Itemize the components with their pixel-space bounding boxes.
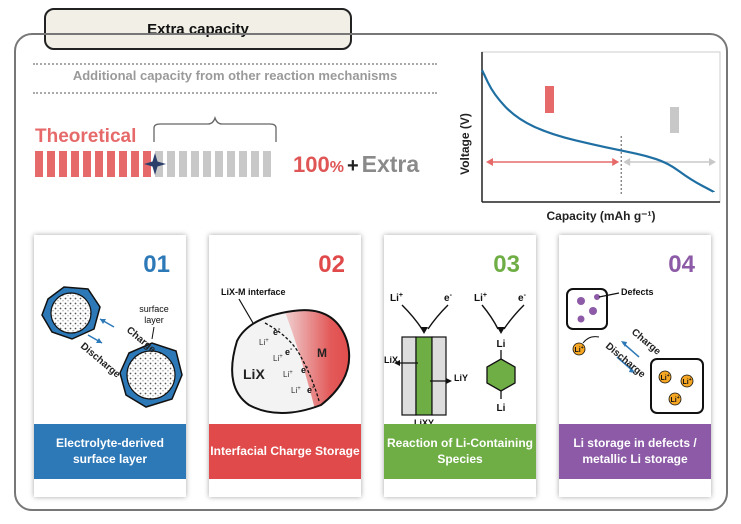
plus-sign: + — [346, 155, 359, 177]
extra-label: Extra — [361, 151, 420, 177]
electron-label: e — [444, 293, 450, 304]
lixy-label: LiXY — [414, 418, 434, 427]
liy-label: LiY — [454, 373, 468, 383]
extra-marker — [670, 107, 679, 133]
voltage-curve — [481, 69, 715, 193]
svg-text:e-: e- — [518, 292, 527, 304]
electron-label: e — [273, 327, 278, 337]
theoretical-segment — [59, 151, 67, 177]
svg-text:e-: e- — [285, 346, 293, 357]
theoretical-segment — [119, 151, 127, 177]
theoretical-segment — [47, 151, 55, 177]
svg-text:e-: e- — [273, 326, 281, 337]
arrowhead-left — [623, 158, 631, 166]
card-label: Interfacial Charge Storage — [209, 424, 361, 479]
extra-segment — [251, 151, 259, 177]
li-top-label: Li — [497, 339, 506, 350]
mechanism-card-04: 04 Defects Li+ Charge Discharge Li+ Li+ … — [559, 235, 711, 497]
x-axis-label: Capacity (mAh g⁻¹) — [546, 209, 655, 223]
theoretical-segment — [95, 151, 103, 177]
theoretical-segment — [35, 151, 43, 177]
svg-text:Li+: Li+ — [291, 386, 301, 395]
extra-segment — [239, 151, 247, 177]
theoretical-segment — [83, 151, 91, 177]
card-label: Reaction of Li-Containing Species — [384, 424, 536, 479]
m-label: M — [317, 346, 327, 360]
mechanism-card-02: 02 LiX-M interface LiX M e- e- e- e- Li+… — [209, 235, 361, 497]
extra-segment — [227, 151, 235, 177]
svg-text:Li+: Li+ — [259, 338, 269, 347]
discharge-label: Discharge — [603, 341, 647, 381]
mechanism-card-01: 01 Charge Discharge surface layer Electr… — [34, 235, 186, 497]
card-label: Electrolyte-derived surface layer — [34, 424, 186, 479]
electron-sign: - — [278, 326, 281, 333]
svg-text:e-: e- — [307, 384, 315, 395]
svg-text:e-: e- — [301, 364, 309, 375]
lix-label: LiX — [384, 355, 398, 365]
li-bottom-label: Li — [497, 403, 506, 414]
lix-label: LiX — [243, 366, 265, 382]
layer-label: layer — [144, 315, 164, 325]
li-species-reaction-illustration: Li+ e- Li+ e- LiX LiY LiXY Li Li — [384, 292, 527, 427]
defects-label: Defects — [621, 287, 654, 297]
defect-storage-illustration: Defects Li+ Charge Discharge Li+ Li+ Li+ — [566, 287, 704, 414]
card-number: 02 — [318, 251, 345, 278]
surface-label: surface — [139, 304, 169, 314]
svg-text:Li+: Li+ — [283, 370, 293, 379]
svg-text:Li+: Li+ — [474, 292, 487, 304]
extra-bracket — [153, 116, 277, 142]
extra-range-arrow — [623, 158, 716, 166]
extra-segment — [263, 151, 271, 177]
svg-text:e-: e- — [444, 292, 453, 304]
percent-value: 100 — [293, 152, 330, 177]
extra-segment — [203, 151, 211, 177]
card-number: 01 — [143, 251, 170, 278]
card-number: 03 — [493, 251, 520, 278]
theoretical-marker — [545, 86, 554, 113]
discharge-label: Discharge — [78, 341, 122, 381]
li-ion-label: Li — [259, 338, 265, 347]
theoretical-label: Theoretical — [35, 126, 137, 147]
svg-text:Li+: Li+ — [661, 373, 670, 382]
subtitle: Additional capacity from other reaction … — [72, 68, 398, 83]
svg-text:Li+: Li+ — [671, 395, 680, 404]
plot-frame — [481, 51, 721, 203]
extra-segment — [215, 151, 223, 177]
capacity-formula: 100%+Extra — [293, 151, 419, 178]
interfacial-storage-illustration: LiX-M interface LiX M e- e- e- e- Li+ Li… — [221, 287, 351, 414]
mechanism-card-03: 03 Li+ e- Li+ e- LiX LiY LiXY Li Li Reac… — [384, 235, 536, 497]
theoretical-segment — [107, 151, 115, 177]
percent-sign: % — [329, 159, 344, 176]
svg-text:Li+: Li+ — [273, 354, 283, 363]
divider-top — [33, 63, 437, 65]
boundary-marker-icon — [144, 153, 166, 175]
extra-segment — [191, 151, 199, 177]
main-frame — [14, 33, 728, 511]
theoretical-range-arrow — [486, 158, 620, 166]
svg-text:Li+: Li+ — [683, 377, 692, 386]
svg-text:Li+: Li+ — [390, 292, 403, 304]
interface-label: LiX-M interface — [221, 287, 286, 297]
arrowhead-right — [612, 158, 620, 166]
divider-bottom — [33, 92, 437, 94]
li-ion-label: Li — [390, 293, 399, 304]
voltage-capacity-chart: Voltage (V) Capacity (mAh g⁻¹) — [458, 51, 721, 223]
surface-layer-illustration: Charge Discharge surface layer — [41, 286, 183, 408]
theoretical-segment — [71, 151, 79, 177]
y-axis-label: Voltage (V) — [458, 113, 472, 175]
arrowhead-right — [709, 158, 716, 166]
card-label: Li storage in defects / metallic Li stor… — [559, 424, 711, 479]
card-number: 04 — [668, 251, 695, 278]
theoretical-segment — [131, 151, 139, 177]
capacity-bar — [35, 151, 271, 177]
extra-segment — [179, 151, 187, 177]
extra-segment — [167, 151, 175, 177]
svg-text:Li+: Li+ — [575, 345, 584, 354]
arrowhead-left — [486, 158, 493, 166]
